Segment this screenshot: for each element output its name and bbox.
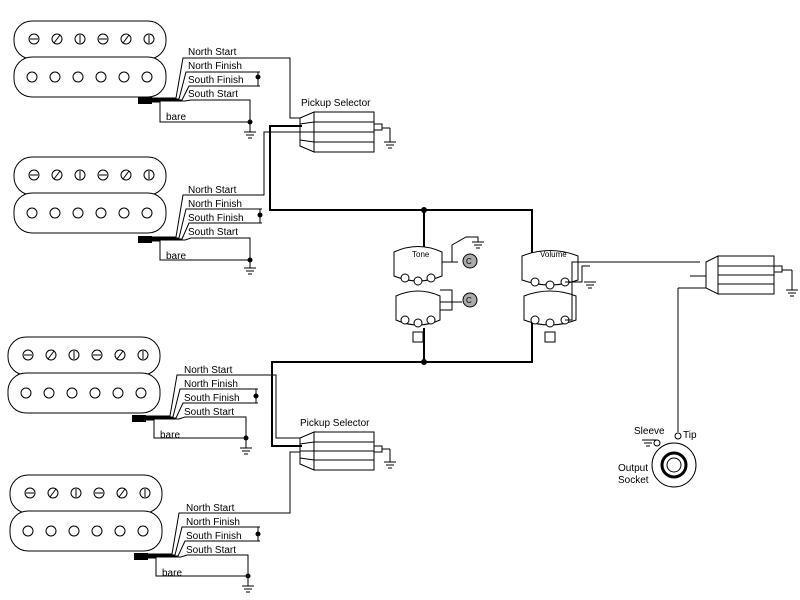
pickup-1-north-finish-label: North Finish (188, 61, 242, 72)
pickup-4-north-start-label: North Start (186, 503, 235, 514)
pickup-4-north-finish-label: North Finish (186, 517, 240, 528)
tone-capacitor-2: C (440, 289, 478, 311)
pickup-2-polepieces (26, 169, 155, 219)
pickup-1-bare-label: bare (166, 112, 186, 123)
pickup-4-leads (148, 451, 302, 593)
pickup-4-polepieces (22, 487, 151, 537)
pickup-3-north-start-label: North Start (184, 365, 233, 376)
pickup-2: North Start North Finish South Finish So… (13, 131, 302, 275)
pickup-3-south-coil (7, 372, 161, 414)
output-socket: Sleeve Tip Output Socket (618, 426, 697, 488)
pickup-3-leads (146, 374, 302, 455)
pickup-3-north-finish-label: North Finish (184, 379, 238, 390)
pickup-selector-1: Pickup Selector (299, 98, 396, 153)
output-switch (677, 255, 798, 432)
pickup-2-south-start-label: South Start (188, 227, 238, 238)
pickup-3-cable-sleeve (132, 415, 146, 422)
pickup-1-south-start-label: South Start (188, 89, 238, 100)
capacitor-2-label: C (466, 296, 472, 305)
pickup-1-cable-sleeve (138, 97, 152, 104)
tone-pots: Tone C C (393, 236, 484, 343)
pickup-4-south-finish-label: South Finish (186, 531, 242, 542)
pickup-2-south-coil (13, 192, 167, 234)
pickup-4-south-start-label: South Start (186, 545, 236, 556)
output-label: Output (618, 463, 648, 474)
volume-pots: Volume (521, 250, 700, 343)
pickup-1-polepieces (26, 33, 155, 83)
sleeve-lug (653, 439, 661, 447)
capacitor-2-icon (462, 292, 478, 308)
pickup-4-cable-sleeve (134, 553, 148, 560)
pickup-2-cable-sleeve (138, 236, 152, 243)
tone-capacitor-1: C (442, 236, 484, 269)
pickup-4-bare-label: bare (162, 568, 182, 579)
main-wires (269, 125, 533, 447)
capacitor-1-label: C (466, 257, 472, 266)
pickup-1-south-coil (13, 56, 167, 98)
tip-label: Tip (683, 430, 697, 441)
pickup-3-bare-label: bare (160, 430, 180, 441)
capacitor-1-icon (462, 253, 478, 269)
pickup-1-south-finish-label: South Finish (188, 75, 244, 86)
pickup-selector-2-label: Pickup Selector (300, 418, 370, 429)
pickup-3-south-start-label: South Start (184, 407, 234, 418)
pickup-1: North Start North Finish South Finish So… (13, 20, 302, 139)
pickup-3-polepieces (20, 349, 149, 399)
socket-label: Socket (618, 475, 649, 486)
tone-label: Tone (412, 250, 430, 259)
pickup-2-leads (152, 131, 302, 275)
pickup-3: North Start North Finish South Finish So… (7, 336, 302, 455)
pickup-1-north-start-label: North Start (188, 47, 237, 58)
sleeve-label: Sleeve (634, 426, 665, 437)
pickup-selector-2: Pickup Selector (299, 418, 396, 471)
volume-label: Volume (540, 250, 567, 259)
pickup-2-north-finish-label: North Finish (188, 199, 242, 210)
pickup-2-south-finish-label: South Finish (188, 213, 244, 224)
pickup-4: North Start North Finish South Finish So… (9, 451, 302, 593)
pickup-1-leads (152, 57, 302, 139)
pickup-4-south-coil (9, 510, 163, 552)
pickup-3-south-finish-label: South Finish (184, 393, 240, 404)
tip-lug (674, 432, 682, 440)
pickup-selector-1-label: Pickup Selector (301, 98, 371, 109)
pickup-2-bare-label: bare (166, 251, 186, 262)
pickup-2-north-start-label: North Start (188, 185, 237, 196)
